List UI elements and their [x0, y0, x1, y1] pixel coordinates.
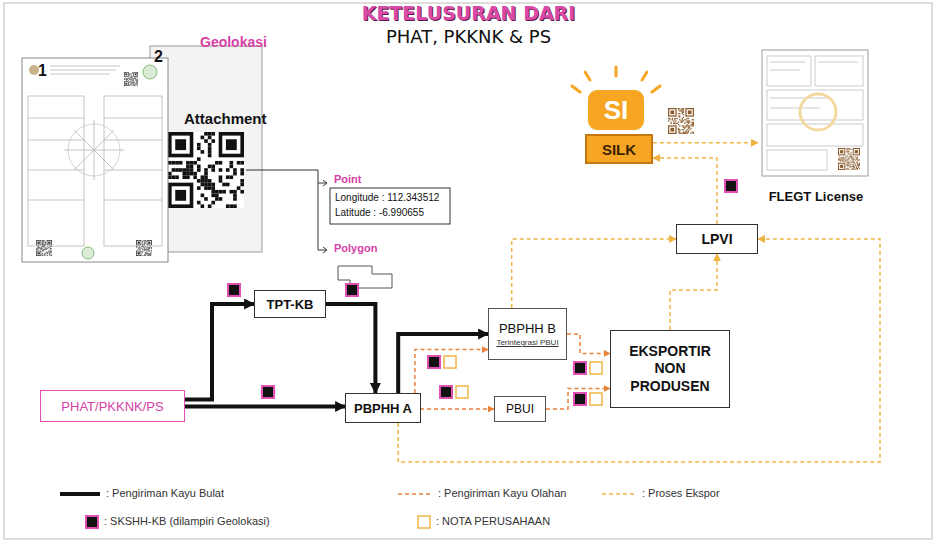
logo-rays [572, 67, 660, 92]
license-document: FLEGT License [758, 48, 874, 206]
document-content [28, 65, 162, 259]
legend-text: : Proses Ekspor [642, 487, 720, 499]
document-sheet [22, 58, 168, 262]
connector [185, 404, 345, 409]
connector [185, 304, 254, 400]
connector [398, 239, 880, 462]
process-box: PBPHH A [345, 393, 421, 423]
process-box: PBPHH B Terintegrasi PBUI [488, 308, 567, 360]
connector [421, 408, 494, 409]
qr-code [168, 132, 244, 208]
skshh-mark [228, 180, 737, 405]
process-box: TPT-KB [254, 290, 326, 318]
connector [546, 389, 610, 410]
legend-line [398, 493, 432, 495]
frame [4, 3, 932, 539]
node-text: LPVI [701, 231, 732, 247]
qr-code [668, 108, 694, 134]
qr-code [36, 240, 52, 256]
node-text: FLEGT License [769, 189, 864, 204]
process-box: EKSPORTIR NON PRODUSEN [610, 330, 730, 408]
section-label: Geolokasi [200, 34, 267, 50]
node-text: SILK [602, 141, 636, 158]
subtitle: PHAT, PKKNK & PS [0, 26, 937, 47]
coordinate-box [330, 188, 450, 224]
callout-number: 1 [38, 62, 47, 80]
callout-number: 2 [154, 48, 163, 66]
diagram-title: KETELUSURAN DARI [0, 2, 937, 24]
node-text: PBUI [506, 402, 534, 416]
qr-code [136, 240, 152, 256]
legend-text: : Pengiriman Kayu Olahan [438, 487, 566, 499]
node-text: TPT-KB [267, 297, 314, 312]
legend-square [418, 516, 430, 528]
connector [653, 158, 717, 224]
coordinate-text: Longitude : 112.343512 [335, 192, 439, 203]
qr-code [124, 72, 138, 86]
leader-line [246, 170, 327, 253]
connector [398, 334, 488, 393]
license-content [767, 56, 863, 170]
process-box: PBUI [494, 396, 546, 422]
connector [670, 254, 717, 330]
legend-text: : SKSHH-KB (dilampiri Geolokasi) [104, 515, 270, 527]
node-subtext: Terintegrasi PBUI [496, 338, 558, 347]
connector [512, 239, 676, 308]
logo-box: SI [588, 90, 644, 130]
legend-square [86, 516, 98, 528]
attachment-label: Attachment [184, 110, 267, 127]
node-text: SI [604, 95, 629, 126]
connector [326, 304, 375, 393]
legend-text: : Pengiriman Kayu Bulat [106, 487, 224, 499]
coordinate-text: Latitude : -6.990655 [335, 207, 424, 218]
source-box: PHAT/PKKNK/PS [40, 390, 185, 422]
system-box: SILK [585, 134, 653, 164]
license-sheet [762, 50, 868, 176]
point-label: Point [334, 173, 362, 185]
legend-text: : NOTA PERUSAHAAN [436, 515, 550, 527]
node-text: EKSPORTIR NON PRODUSEN [622, 343, 718, 396]
qr-code [838, 148, 860, 170]
legend-line [60, 492, 100, 496]
polygon-label: Polygon [334, 242, 377, 254]
connector [653, 142, 758, 144]
connector [567, 334, 610, 353]
process-box: LPVI [676, 224, 758, 254]
node-text: PBPHH B [499, 321, 556, 336]
node-text: PHAT/PKKNK/PS [61, 399, 163, 414]
legend-line [602, 493, 636, 495]
node-text: PBPHH A [354, 401, 412, 416]
